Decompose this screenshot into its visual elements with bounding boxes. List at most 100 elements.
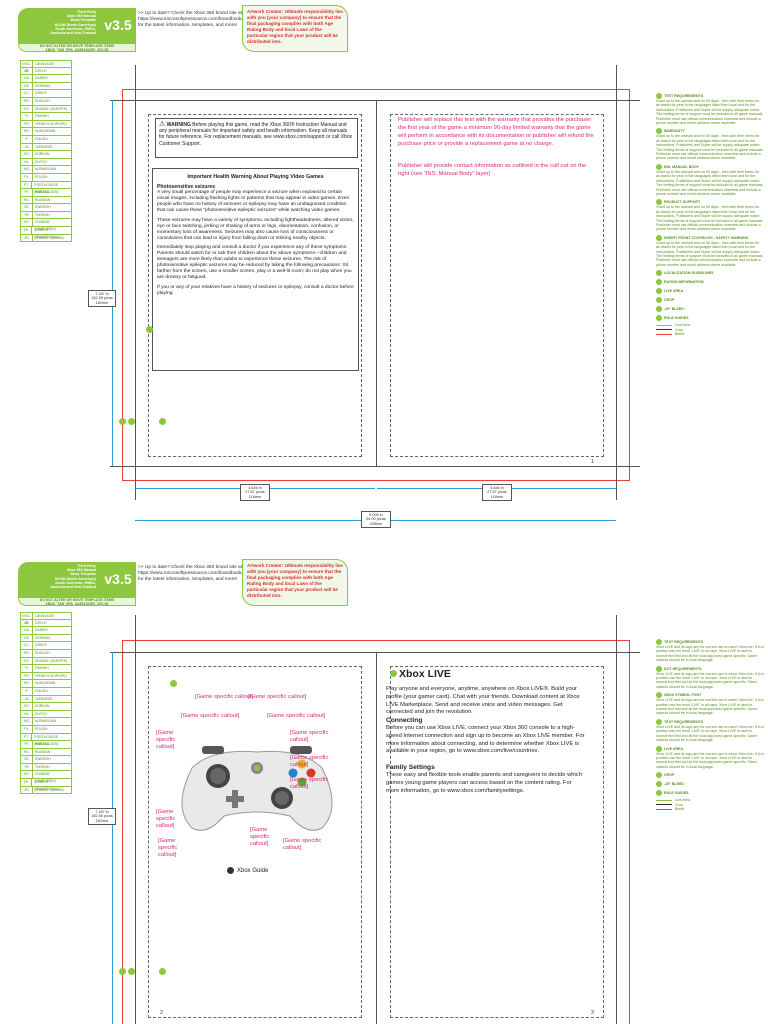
update-notice: >> Up to date? Check the Xbox 360 brand … [138, 11, 243, 28]
language-name: PORTUGUESE (BRAZIL) [34, 734, 59, 746]
language-code: NL [21, 158, 33, 166]
game-callout: [Game specific callout] [290, 755, 329, 768]
bullet-icon [656, 199, 662, 206]
language-name: GERMAN [35, 635, 50, 640]
sidebar-heading: TEXT REQUIREMENTS [656, 93, 764, 99]
bullet-icon [656, 279, 662, 286]
family-settings-body: These easy and flexible tools enable par… [386, 772, 582, 794]
crop-mark [110, 466, 640, 467]
language-name: FRENCH (EUROPE) [35, 673, 67, 678]
language-code: EL [21, 642, 33, 649]
sidebar-heading: CROP [656, 772, 764, 779]
game-callout: [Game specific callout] [267, 713, 326, 719]
language-code: FR [21, 120, 33, 128]
language-name: CZECH [35, 620, 47, 625]
language-code: CS [21, 67, 33, 75]
health-para: These seizures may have a variety of sym… [157, 217, 354, 241]
language-code: PT [21, 741, 33, 748]
tp-line: Australia and New Zealand [50, 31, 96, 36]
sidebar-heading-text: .25" BLEED [664, 307, 684, 312]
tp-line: Third Party [77, 10, 96, 14]
template-label: Third Party Xbox 360 Manual Body Templat… [18, 8, 100, 43]
tp-line: Body Template [70, 572, 97, 577]
language-code: IT [21, 687, 33, 695]
language-code: DA [21, 75, 33, 82]
sidebar-body: Grant up to the warrant and no 90 days -… [656, 134, 764, 161]
language-code: IT [21, 135, 33, 143]
language-name: DUTCH [35, 711, 47, 716]
language-code: PL [21, 725, 33, 733]
sidebar-body: Xbox LIVE and its logo are the correct u… [656, 698, 764, 716]
legend-label: Live Area [675, 323, 690, 328]
template-banner: Third Party Xbox 360 Manual Body Templat… [14, 5, 348, 52]
language-name: DUTCH [35, 159, 47, 164]
xbox-guide-button-icon [227, 867, 234, 874]
language-code: ES [21, 657, 33, 665]
page-number: 1 [591, 459, 594, 465]
guide-label: Xbox Guide [237, 867, 269, 874]
language-code: EN [21, 649, 33, 657]
language-name: PORTUGUESE [35, 190, 59, 195]
language-code: TR [21, 211, 33, 219]
language-name: ENGLISH [35, 650, 50, 655]
legend-swatch [656, 804, 672, 806]
callout-dot [119, 968, 126, 975]
bullet-icon [656, 270, 662, 277]
half-width-label: 4.646 in 27.87 picas 118mm [482, 484, 512, 502]
language-code: HU [21, 128, 33, 135]
tp-line: Xbox 360 Manual [66, 568, 96, 573]
language-code: RU [21, 196, 33, 204]
sidebar-body: Grant up to the warrant and no 90 days -… [656, 99, 764, 126]
language-code: HU [21, 680, 33, 687]
sidebar-heading: WARRANTY [656, 128, 764, 135]
bullet-icon [656, 790, 662, 797]
tp-line: Australia and New Zealand [50, 585, 96, 590]
sidebar-heading-text: .25" BLEED [664, 782, 684, 787]
game-callout: [Game specific callout] [290, 730, 329, 743]
language-name: GERMAN [35, 83, 50, 88]
tp-line: Xbox 360 Manual [66, 14, 96, 19]
sidebar-heading: INS: MANUAL BODY [656, 163, 764, 170]
game-callout: [Game specific callout] [156, 809, 176, 829]
game-callout: [Game specific callout] [158, 838, 178, 858]
crop-mark [616, 615, 617, 1024]
language-name: SPANISH (LATAM) [35, 235, 64, 240]
language-name: SPANISH (EUROPE) [35, 658, 68, 663]
legend-label: Crop [675, 802, 683, 807]
health-warning-box: Important Health Warning About Playing V… [152, 168, 359, 371]
bullet-icon [656, 306, 662, 313]
crop-mark [110, 100, 640, 101]
language-name: POLISH [35, 726, 48, 731]
page-number: 2 [160, 1010, 163, 1016]
artwork-notice: Artwork Creator: Ultimate responsibility… [242, 5, 348, 52]
game-callout: [Game specific callout] [181, 713, 240, 719]
language-code: NO [21, 166, 33, 173]
sidebar-heading-text: INS: MANUAL BODY [664, 164, 700, 169]
game-callout: [Game specific callout] [195, 694, 254, 700]
sidebar-heading-text: WARRANTY [664, 129, 685, 134]
bleed-rect [122, 89, 630, 481]
language-name: CZECH [35, 68, 47, 73]
language-code: PT [21, 181, 33, 189]
language-code: SV [21, 756, 33, 763]
crop-mark [135, 615, 136, 1024]
